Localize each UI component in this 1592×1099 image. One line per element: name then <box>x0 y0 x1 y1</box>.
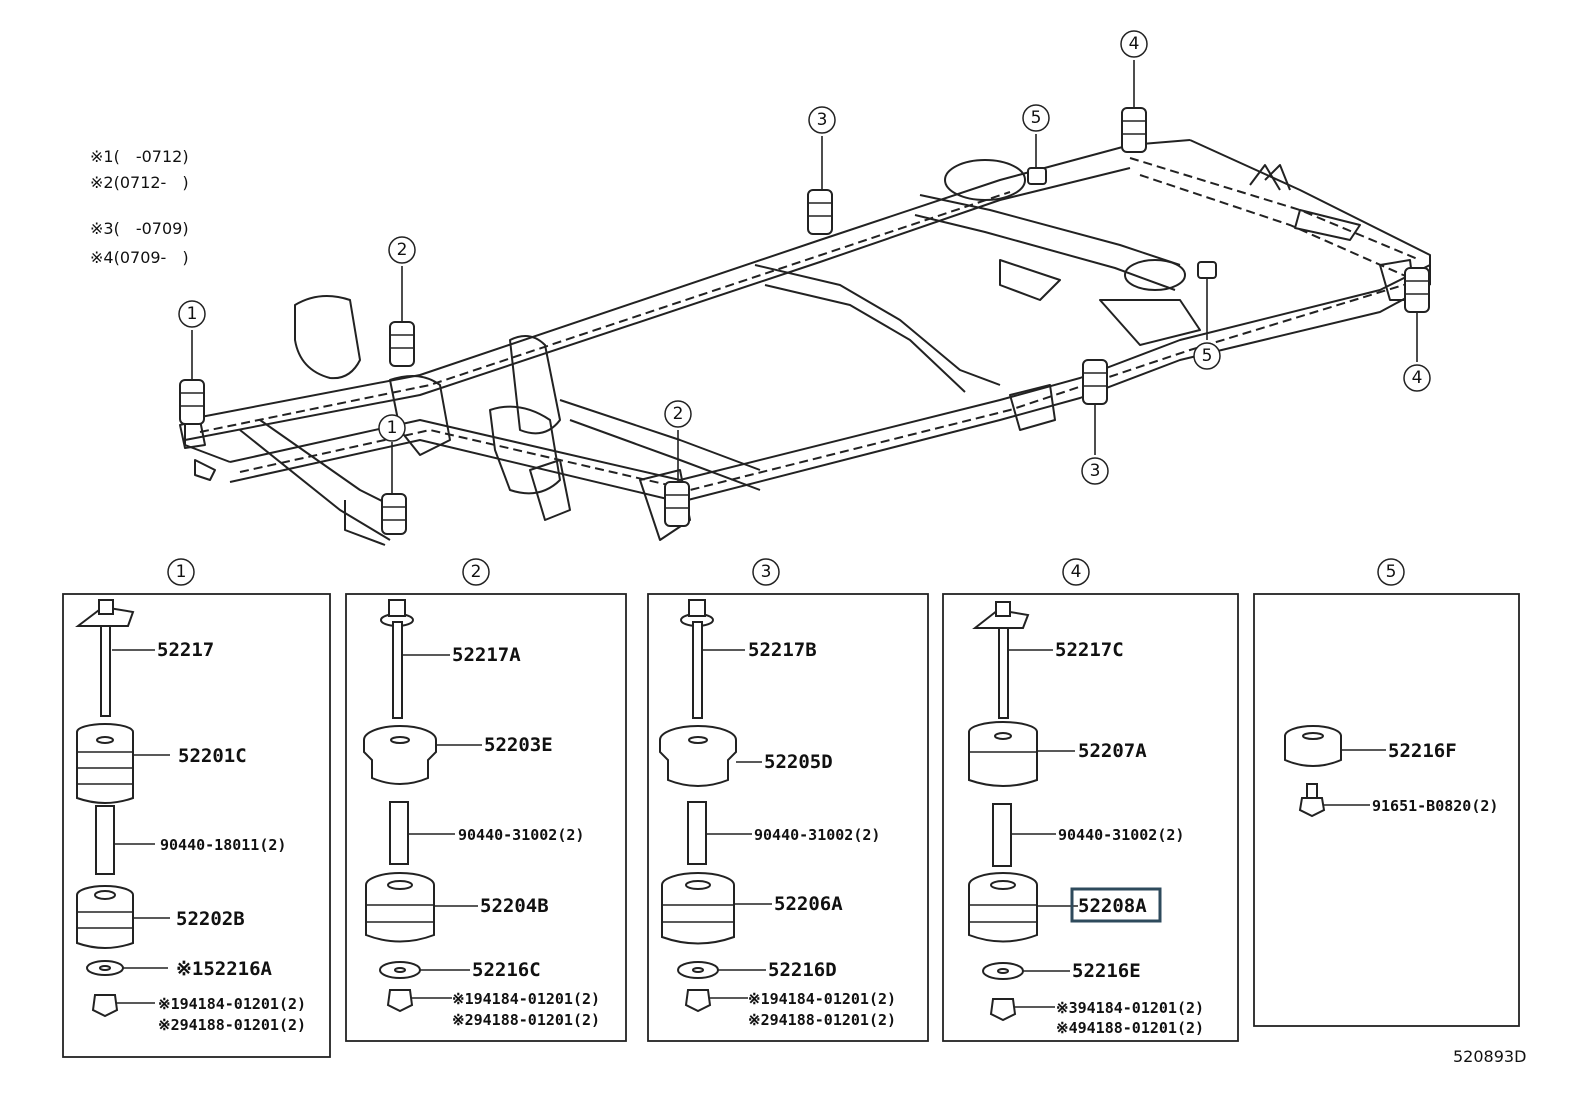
part-label: 52203E <box>484 734 553 756</box>
callout-1: 1 <box>378 414 406 442</box>
part-label: 52216E <box>1072 960 1141 982</box>
svg-text:5: 5 <box>1202 346 1213 366</box>
mount-cushion <box>381 493 407 535</box>
svg-text:1: 1 <box>187 304 198 324</box>
frame-mount-cushions <box>179 107 1430 535</box>
frame-callout-leaders <box>191 60 1418 494</box>
part-label: 52204B <box>480 895 549 917</box>
mount-cushion <box>179 379 205 425</box>
section-5-box <box>1253 593 1520 1027</box>
svg-text:2: 2 <box>673 404 684 424</box>
callout-2: 2 <box>664 400 692 428</box>
svg-text:2: 2 <box>397 240 408 260</box>
mount-cushion <box>1082 359 1108 405</box>
section-4-header: 4 <box>1062 558 1090 586</box>
svg-text:1: 1 <box>387 418 398 438</box>
section-5-header: 5 <box>1377 558 1405 586</box>
svg-text:3: 3 <box>1090 461 1101 481</box>
diagram-code: 520893D <box>1453 1047 1526 1066</box>
mount-cushion <box>1121 107 1147 153</box>
note-3: ※3( -0709) <box>90 219 189 238</box>
section-4-labels: 52217C 52207A 90440-31002(2) 52208A 5221… <box>1055 639 1204 1037</box>
part-label: 52217 <box>157 639 214 661</box>
section-1-box <box>62 593 331 1058</box>
section-3-parts <box>659 599 772 1013</box>
part-label: 91651-B0820(2) <box>1372 797 1498 815</box>
highlighted-part-label[interactable]: 52208A <box>1078 895 1147 917</box>
section-3-header: 3 <box>752 558 780 586</box>
callout-1: 1 <box>178 300 206 328</box>
callout-3: 3 <box>1081 457 1109 485</box>
mount-cushion <box>807 189 833 235</box>
mount-cushion <box>1197 261 1217 279</box>
mount-cushion <box>389 321 415 367</box>
part-label: ※494188-01201(2) <box>1056 1019 1204 1037</box>
note-2: ※2(0712- ) <box>90 173 189 192</box>
svg-text:1: 1 <box>176 562 187 582</box>
section-2-box <box>345 593 627 1042</box>
section-2-labels: 52217A 52203E 90440-31002(2) 52204B 5221… <box>452 644 600 1029</box>
section-1-header: 1 <box>167 558 195 586</box>
part-label: ※152216A <box>176 958 273 980</box>
mount-cushion <box>1027 167 1047 185</box>
part-label: 52217B <box>748 639 817 661</box>
svg-text:3: 3 <box>817 110 828 130</box>
part-label: ※294188-01201(2) <box>452 1011 600 1029</box>
callout-5: 5 <box>1022 104 1050 132</box>
chassis-frame-illustration <box>179 139 1431 546</box>
section-4-box <box>942 593 1239 1042</box>
part-label: 52207A <box>1078 740 1147 762</box>
section-5-labels: 52216F 91651-B0820(2) <box>1372 740 1498 815</box>
callout-3: 3 <box>808 106 836 134</box>
part-label: 52201C <box>178 745 247 767</box>
callout-5: 5 <box>1193 342 1221 370</box>
callout-2: 2 <box>388 236 416 264</box>
svg-text:4: 4 <box>1412 368 1423 388</box>
section-5-parts <box>1284 725 1386 818</box>
part-label: 52217C <box>1055 639 1124 661</box>
part-label: 90440-31002(2) <box>458 826 584 844</box>
section-3-box <box>647 593 929 1042</box>
part-label: 52202B <box>176 908 245 930</box>
part-label: 90440-31002(2) <box>1058 826 1184 844</box>
section-1-parts <box>75 599 170 1018</box>
svg-text:3: 3 <box>761 562 772 582</box>
part-label: ※194184-01201(2) <box>452 990 600 1008</box>
section-1-labels: 52217 52201C 90440-18011(2) 52202B ※1522… <box>157 639 306 1034</box>
note-4: ※4(0709- ) <box>90 248 189 267</box>
version-notes: ※1( -0712) ※2(0712- ) ※3( -0709) ※4(0709… <box>90 147 189 267</box>
svg-text:5: 5 <box>1031 108 1042 128</box>
callout-4: 4 <box>1120 30 1148 58</box>
mount-cushion <box>1404 267 1430 313</box>
frame-callouts: 1 1 2 2 3 3 4 4 5 5 <box>178 30 1431 485</box>
section-2-header: 2 <box>462 558 490 586</box>
note-1: ※1( -0712) <box>90 147 189 166</box>
callout-4: 4 <box>1403 364 1431 392</box>
section-3-labels: 52217B 52205D 90440-31002(2) 52206A 5221… <box>748 639 896 1029</box>
part-label: ※394184-01201(2) <box>1056 999 1204 1017</box>
part-label: 52216C <box>472 959 541 981</box>
section-4-parts <box>968 601 1078 1022</box>
svg-text:2: 2 <box>471 562 482 582</box>
svg-text:4: 4 <box>1129 34 1140 54</box>
part-label: 52206A <box>774 893 843 915</box>
mount-cushion <box>664 481 690 527</box>
svg-text:5: 5 <box>1386 562 1397 582</box>
part-label: 52216F <box>1388 740 1457 762</box>
section-2-parts <box>363 599 482 1013</box>
part-label: 52216D <box>768 959 837 981</box>
part-label: ※294188-01201(2) <box>158 1016 306 1034</box>
part-label: ※194184-01201(2) <box>748 990 896 1008</box>
svg-text:4: 4 <box>1071 562 1082 582</box>
part-label: 52217A <box>452 644 521 666</box>
part-label: ※194184-01201(2) <box>158 995 306 1013</box>
part-label: ※294188-01201(2) <box>748 1011 896 1029</box>
part-label: 52205D <box>764 751 833 773</box>
part-label: 90440-18011(2) <box>160 836 286 854</box>
part-label: 90440-31002(2) <box>754 826 880 844</box>
highlight-box <box>1070 887 1162 923</box>
